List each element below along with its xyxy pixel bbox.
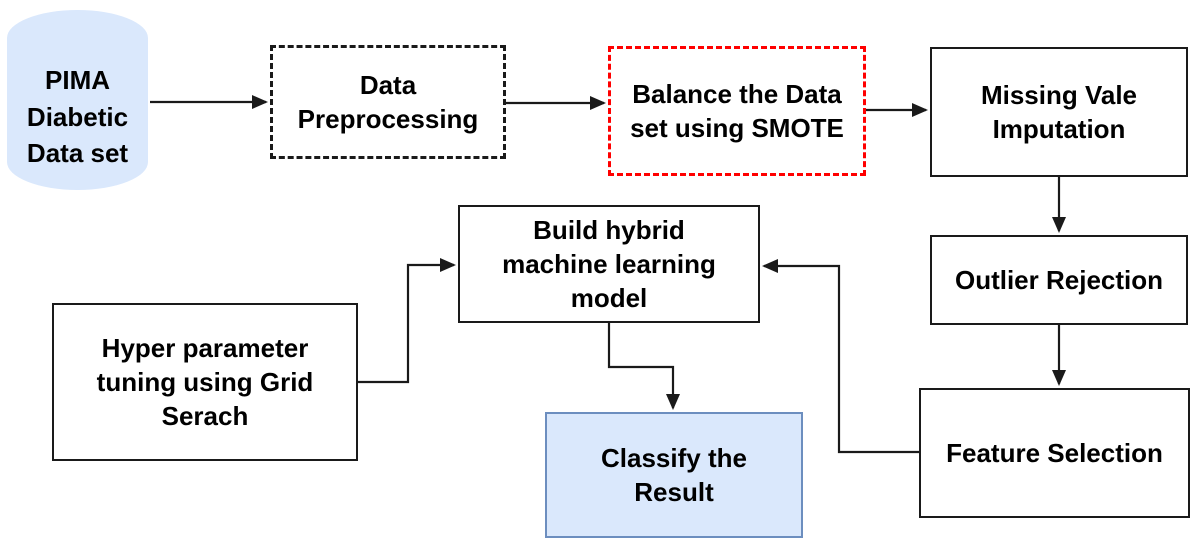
node-feature-selection: Feature Selection [919,388,1190,518]
node-outlier-rejection: Outlier Rejection [930,235,1188,325]
arrow-build-to-classify [607,323,680,410]
node-data-preprocessing: Data Preprocessing [270,45,506,159]
build-hybrid-model-label: Build hybrid machine learning model [502,214,716,314]
classify-result-label: Classify the Result [601,442,747,507]
balance-smote-label: Balance the Data set using SMOTE [630,78,844,143]
node-balance-smote: Balance the Data set using SMOTE [608,46,866,176]
outlier-rejection-label: Outlier Rejection [954,264,1164,295]
node-build-hybrid-model: Build hybrid machine learning model [458,205,760,323]
database-cylinder-icon [7,10,148,190]
missing-value-imputation-label: Missing Vale Imputation [980,79,1138,144]
node-pima-dataset: PIMA Diabetic Data set [5,8,150,192]
node-classify-result: Classify the Result [545,412,803,538]
data-preprocessing-label: Data Preprocessing [297,69,479,134]
pima-dataset-label: PIMA Diabetic Data set [26,64,129,169]
hyperparameter-tuning-label: Hyper parameter tuning using Grid Serach [96,332,314,432]
node-hyperparameter-tuning: Hyper parameter tuning using Grid Serach [52,303,358,461]
arrow-hyper-to-build [358,258,456,384]
node-missing-value-imputation: Missing Vale Imputation [930,47,1188,177]
feature-selection-label: Feature Selection [946,437,1163,468]
